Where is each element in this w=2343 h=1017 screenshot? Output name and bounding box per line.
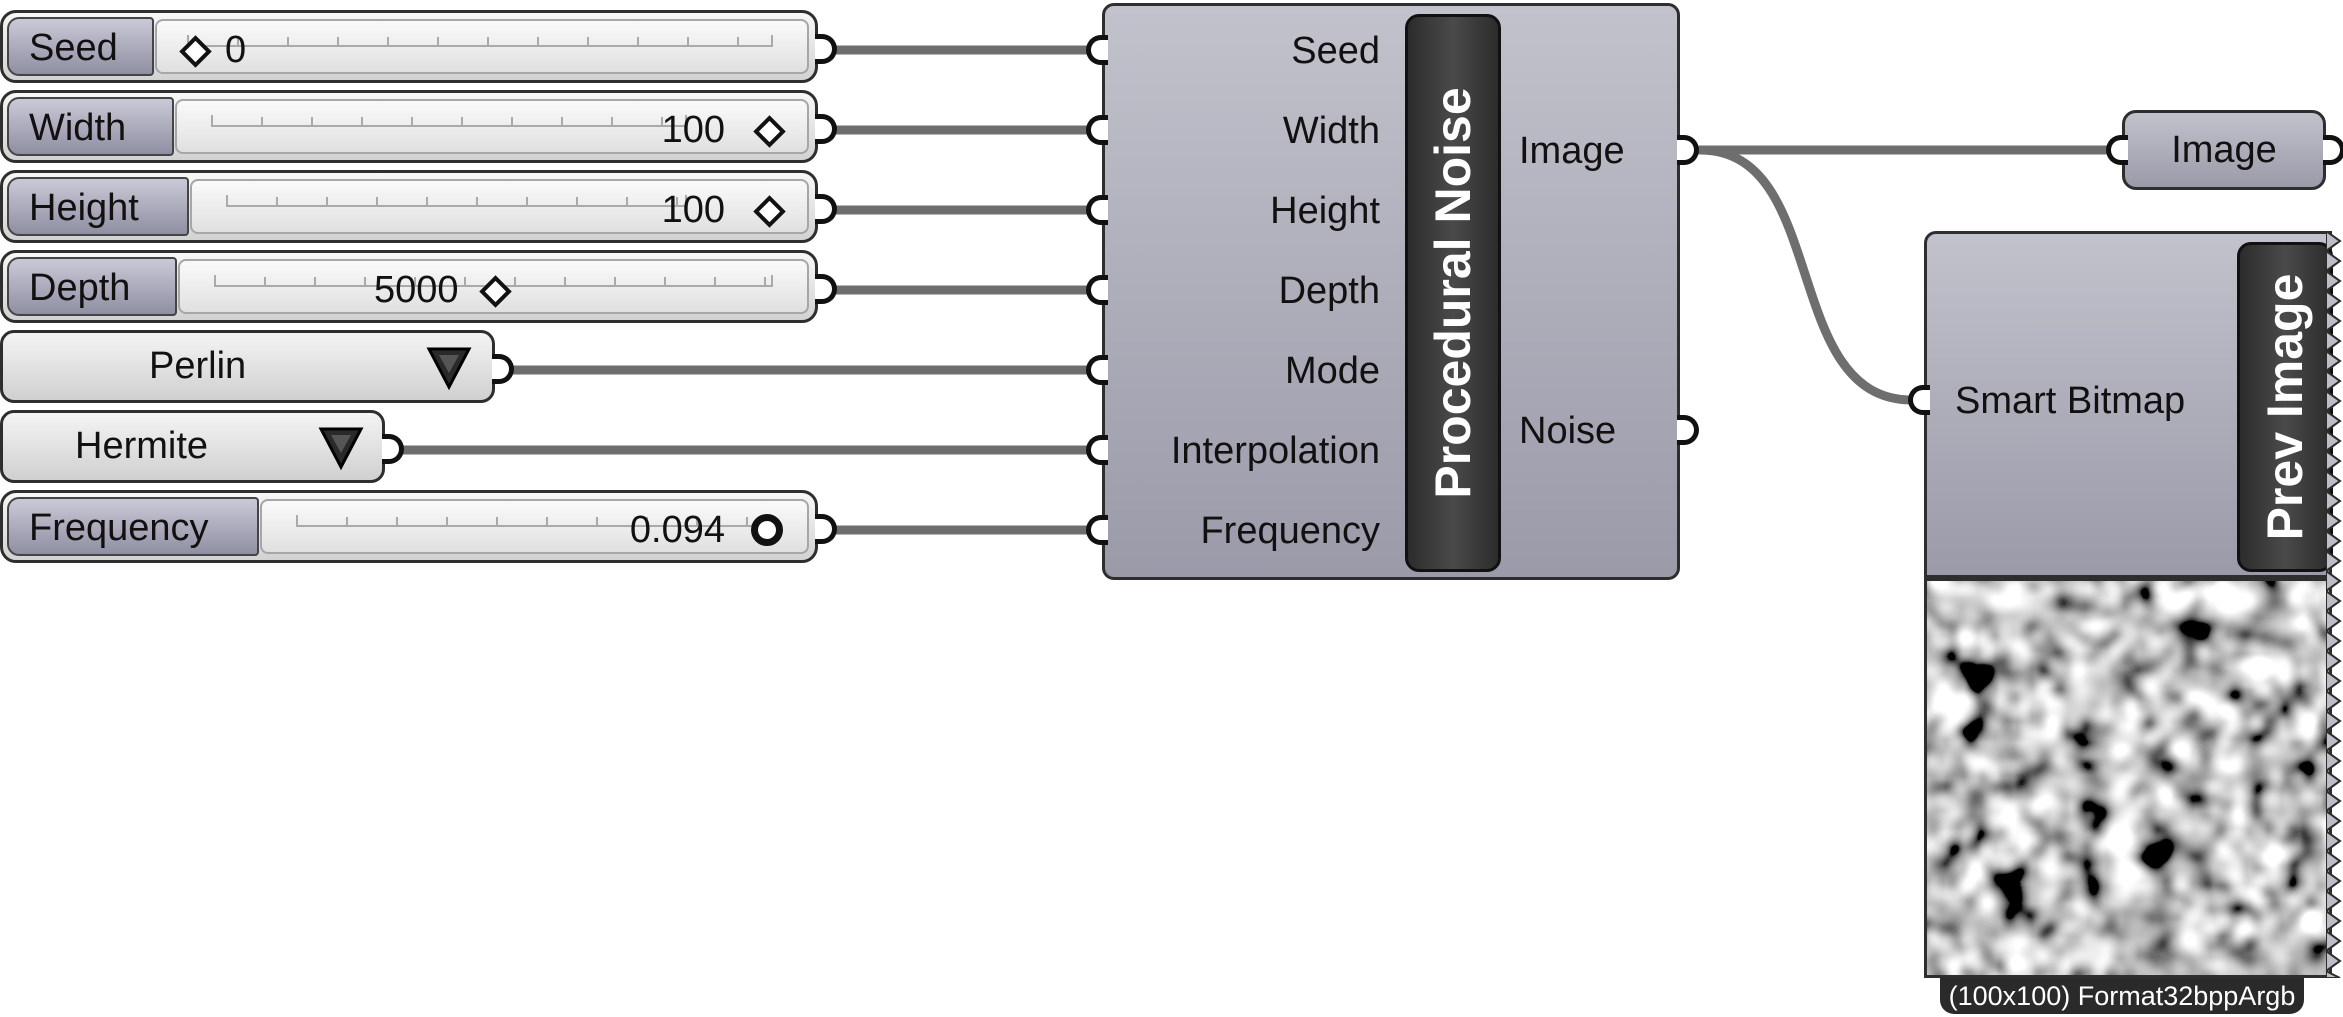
wire-image-to-prev xyxy=(1695,145,1917,405)
height-value: 100 xyxy=(661,189,725,231)
width-slider[interactable]: Width 100 xyxy=(0,90,818,163)
image-param[interactable]: Image xyxy=(2122,110,2326,190)
depth-slider-label: Depth xyxy=(7,257,177,316)
prev-image-title[interactable]: Prev Image xyxy=(2237,242,2333,572)
output-image-label: Image xyxy=(1519,130,1625,172)
input-height-label: Height xyxy=(1270,190,1380,232)
procedural-noise-component[interactable]: Seed Width Height Depth Mode Interpolati… xyxy=(1102,3,1680,580)
frequency-output-grip[interactable] xyxy=(815,514,837,544)
triangle-down-icon[interactable] xyxy=(425,345,473,391)
procedural-noise-title-text: Procedural Noise xyxy=(1425,87,1481,499)
frequency-slider-label: Frequency xyxy=(7,497,259,556)
input-interpolation-label: Interpolation xyxy=(1170,430,1380,472)
depth-output-grip[interactable] xyxy=(815,274,837,304)
procedural-noise-title[interactable]: Procedural Noise xyxy=(1405,14,1501,572)
seed-output-grip[interactable] xyxy=(815,34,837,64)
mode-selected-value: Perlin xyxy=(149,345,247,387)
width-output-grip[interactable] xyxy=(815,114,837,144)
prev-image-component[interactable]: Smart Bitmap Prev Image xyxy=(1924,231,2333,578)
seed-value: 0 xyxy=(225,29,247,71)
zigzag-edge xyxy=(2326,231,2342,978)
depth-slider-rail[interactable]: 5000 xyxy=(178,259,809,314)
interpolation-output-grip[interactable] xyxy=(382,434,404,464)
image-param-input-grip[interactable] xyxy=(2106,135,2128,165)
input-width-label: Width xyxy=(1282,110,1380,152)
seed-slider-track xyxy=(187,35,773,47)
input-frequency-grip[interactable] xyxy=(1086,515,1108,545)
triangle-down-icon[interactable] xyxy=(317,425,365,471)
interpolation-selected-value: Hermite xyxy=(75,425,209,467)
width-value: 100 xyxy=(661,109,725,151)
input-interpolation-grip[interactable] xyxy=(1086,435,1108,465)
interpolation-value-list[interactable]: Hermite xyxy=(0,410,385,483)
seed-slider-label: Seed xyxy=(7,17,154,76)
input-seed-label: Seed xyxy=(1291,30,1380,72)
input-width-grip[interactable] xyxy=(1086,115,1108,145)
input-frequency-label: Frequency xyxy=(1200,510,1380,552)
input-seed-grip[interactable] xyxy=(1086,35,1108,65)
seed-slider[interactable]: Seed 0 xyxy=(0,10,818,83)
output-image-grip[interactable] xyxy=(1677,135,1699,165)
mode-output-grip[interactable] xyxy=(492,354,514,384)
input-height-grip[interactable] xyxy=(1086,195,1108,225)
output-noise-label: Noise xyxy=(1519,410,1617,452)
diamond-icon[interactable] xyxy=(753,195,786,228)
output-noise-grip[interactable] xyxy=(1677,415,1699,445)
preview-caption: (100x100) Format32bppArgb xyxy=(1940,978,2304,1014)
frequency-value: 0.094 xyxy=(629,509,725,551)
width-slider-label: Width xyxy=(7,97,174,156)
smart-bitmap-input-label: Smart Bitmap xyxy=(1955,380,2186,422)
depth-value: 5000 xyxy=(374,269,459,311)
noise-preview-texture xyxy=(1927,581,2329,975)
width-slider-rail[interactable]: 100 xyxy=(175,99,809,154)
prev-image-title-text: Prev Image xyxy=(2257,273,2313,541)
height-slider-track xyxy=(226,195,687,207)
mode-value-list[interactable]: Perlin xyxy=(0,330,495,403)
image-param-output-grip[interactable] xyxy=(2323,135,2343,165)
width-slider-track xyxy=(211,115,687,127)
height-slider-label: Height xyxy=(7,177,189,236)
image-param-label: Image xyxy=(2171,129,2277,171)
smart-bitmap-input-grip[interactable] xyxy=(1908,385,1930,415)
input-mode-label: Mode xyxy=(1284,350,1380,392)
depth-slider[interactable]: Depth 5000 xyxy=(0,250,818,323)
noise-preview-image xyxy=(1924,578,2332,978)
height-output-grip[interactable] xyxy=(815,194,837,224)
circle-knob-icon[interactable] xyxy=(751,514,783,546)
height-slider-rail[interactable]: 100 xyxy=(190,179,809,234)
diamond-icon[interactable] xyxy=(753,115,786,148)
seed-slider-rail[interactable]: 0 xyxy=(155,19,809,74)
frequency-slider-rail[interactable]: 0.094 xyxy=(260,499,809,554)
input-depth-grip[interactable] xyxy=(1086,275,1108,305)
frequency-slider[interactable]: Frequency 0.094 xyxy=(0,490,818,563)
input-mode-grip[interactable] xyxy=(1086,355,1108,385)
input-depth-label: Depth xyxy=(1278,270,1380,312)
height-slider[interactable]: Height 100 xyxy=(0,170,818,243)
